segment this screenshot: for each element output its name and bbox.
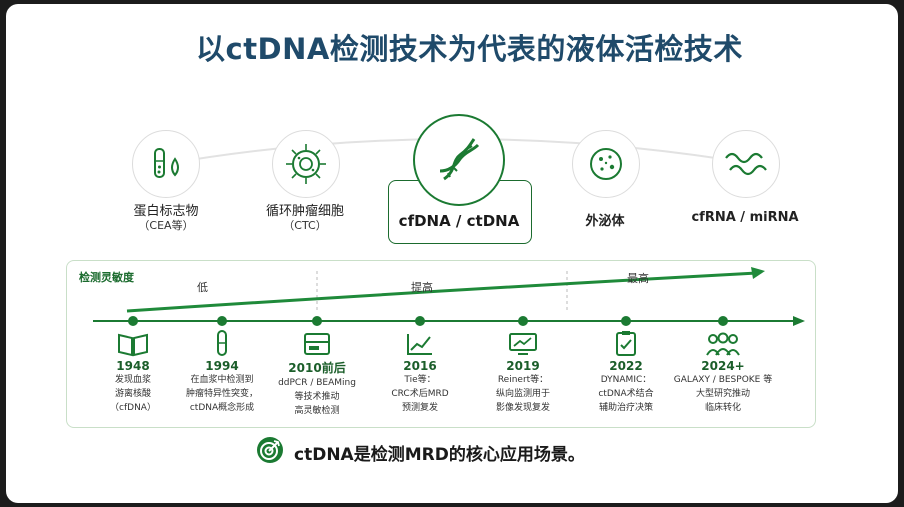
milestone-year: 2022 [609, 359, 643, 373]
milestone-line: DYNAMIC： [600, 375, 652, 385]
line-chart-icon [358, 329, 482, 357]
timeline-dots [128, 316, 728, 326]
category-sublabel: （CTC） [283, 219, 327, 232]
milestone-line: 等技术推动 [294, 392, 340, 402]
monitor-chart-icon [461, 329, 585, 357]
milestone-year: 2019 [506, 359, 540, 373]
people-icon [661, 329, 785, 357]
sensitivity-arrow [126, 271, 758, 313]
milestone-year: 1948 [116, 359, 150, 373]
instrument-icon [255, 329, 379, 357]
milestone-line: （cfDNA） [110, 403, 156, 413]
timeline-arrowhead [793, 316, 805, 326]
footer: ctDNA是检测MRD的核心应用场景。 [256, 436, 585, 468]
rna-strand-icon [712, 130, 780, 198]
milestone-line: Reinert等： [497, 375, 549, 385]
milestone-line: 游离核酸 [114, 389, 151, 399]
milestone-line: 肿瘤特异性突变， [185, 389, 258, 399]
sensitivity-arrowhead [751, 267, 765, 279]
milestone: 2010前后 ddPCR / BEAMing 等技术推动 高灵敏检测 [255, 329, 379, 418]
footer-text: ctDNA是检测MRD的核心应用场景。 [294, 444, 585, 465]
timeline-graphics [93, 267, 805, 326]
milestone-year: 2024+ [701, 359, 745, 373]
milestone-line: 在血浆中检测到 [190, 375, 254, 385]
milestone: 2024+ GALAXY / BESPOKE 等 大型研究推动 临床转化 [661, 329, 785, 415]
sensitivity-label: 检测灵敏度 [79, 271, 134, 284]
category-sublabel: （CEA等） [138, 219, 194, 232]
milestone-line: ddPCR / BEAMing [278, 378, 356, 388]
level-low: 低 [197, 281, 208, 294]
milestone: 1948 发现血浆 游离核酸 （cfDNA） [71, 329, 195, 415]
milestone-line: 发现血浆 [114, 375, 151, 385]
level-improved: 提高 [411, 281, 433, 294]
category-label: 外泌体 [585, 214, 625, 229]
milestone: 1994 在血浆中检测到 肿瘤特异性突变， ctDNA概念形成 [160, 329, 284, 415]
timeline-panel: 检测灵敏度 低 提高 最高 1948 发现血浆 游离核酸 （cfDNA） 199… [66, 260, 816, 428]
milestone-line: 纵向监测用于 [495, 389, 550, 399]
milestone-line: 辅助治疗决策 [598, 403, 653, 413]
test-tube-drop-icon [132, 130, 200, 198]
milestone-line: CRC术后MRD [391, 389, 449, 399]
milestone-year: 2010前后 [288, 361, 346, 375]
milestone: 2022 DYNAMIC： ctDNA术结合 辅助治疗决策 [564, 329, 688, 415]
milestone-year: 2016 [403, 359, 437, 373]
milestone-line: 临床转化 [704, 403, 741, 413]
category-label: 蛋白标志物 [133, 204, 199, 219]
cell-icon [272, 130, 340, 198]
book-icon [71, 329, 195, 357]
milestone: 2019 Reinert等： 纵向监测用于 影像发现复发 [461, 329, 585, 415]
milestone-year: 1994 [205, 359, 239, 373]
page-title: 以ctDNA检测技术为代表的液体活检技术 [196, 32, 743, 66]
milestone-line: ctDNA术结合 [598, 389, 654, 399]
target-icon [256, 436, 284, 468]
test-tube-icon [160, 329, 284, 357]
category-label: cfRNA / miRNA [691, 210, 799, 225]
milestone-line: Tie等： [404, 375, 436, 385]
level-highest: 最高 [627, 272, 649, 285]
category-label: cfDNA / ctDNA [398, 212, 520, 230]
milestone: 2016 Tie等： CRC术后MRD 预测复发 [358, 329, 482, 415]
slide: 以ctDNA检测技术为代表的液体活检技术 蛋白标志物 （CEA等） [6, 4, 898, 503]
milestone-line: 预测复发 [401, 403, 438, 413]
category-label: 循环肿瘤细胞 [265, 204, 344, 219]
clipboard-icon [564, 329, 688, 357]
dna-helix-icon [413, 114, 505, 206]
milestone-line: GALAXY / BESPOKE 等 [673, 375, 773, 385]
milestone-line: 影像发现复发 [495, 403, 550, 413]
exosome-icon [572, 130, 640, 198]
milestone-line: ctDNA概念形成 [189, 403, 255, 413]
milestone-line: 大型研究推动 [695, 389, 750, 399]
milestone-line: 高灵敏检测 [294, 406, 340, 416]
